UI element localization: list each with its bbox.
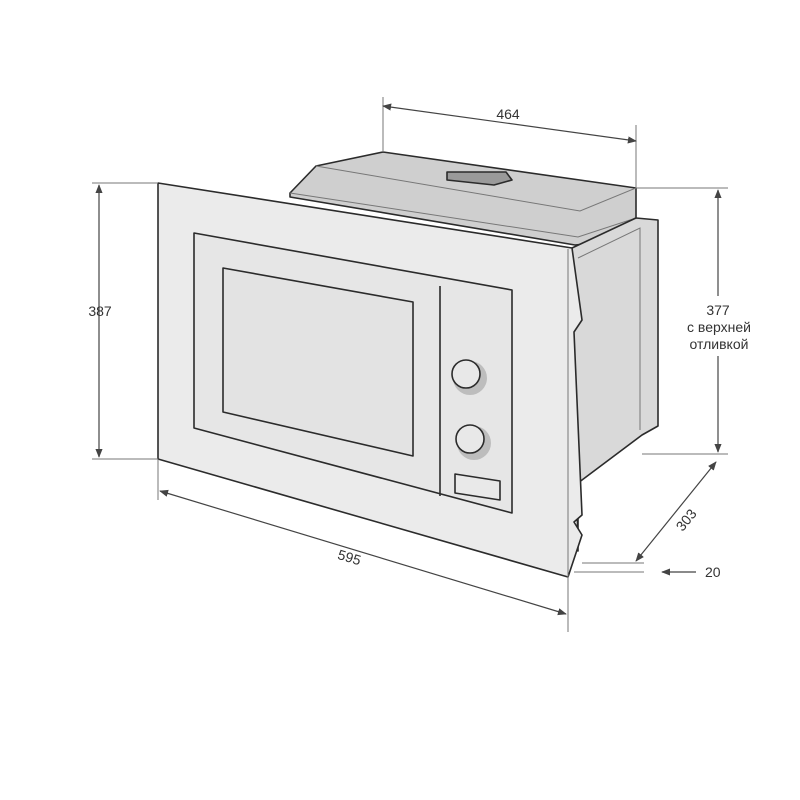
dimension-side-height: 377 с верхней отливкой: [636, 187, 751, 455]
dimension-front-height: 387: [88, 182, 158, 460]
frame-offset-label: 20: [705, 564, 721, 580]
housing-side: [571, 217, 659, 552]
door-window: [222, 267, 414, 457]
power-knob-face: [451, 359, 481, 389]
front-width-arrow: [159, 489, 567, 616]
dimension-front-width: 595: [157, 459, 569, 632]
front-height-label: 387: [88, 303, 112, 319]
power-knob[interactable]: [451, 359, 487, 395]
microwave: [157, 151, 659, 578]
top-depth-arrow: [382, 103, 637, 144]
top-edge-line-2: [289, 192, 637, 238]
dimension-frame-offset: 20: [574, 564, 721, 580]
timer-knob-face: [455, 424, 485, 454]
side-height-value: 377: [706, 302, 730, 318]
top-vent: [446, 171, 513, 186]
timer-knob[interactable]: [455, 424, 491, 460]
dimension-side-depth: 303: [582, 461, 717, 564]
top-depth-label: 464: [496, 106, 520, 122]
front-width-label: 595: [336, 546, 363, 568]
side-inner-edge: [577, 227, 641, 430]
side-height-note-line1: с верхней: [687, 319, 751, 335]
top-edge-line: [315, 165, 637, 212]
side-depth-arrow: [635, 461, 717, 562]
side-height-note-line2: отливкой: [690, 336, 749, 352]
dimension-top-depth: 464: [382, 97, 637, 188]
